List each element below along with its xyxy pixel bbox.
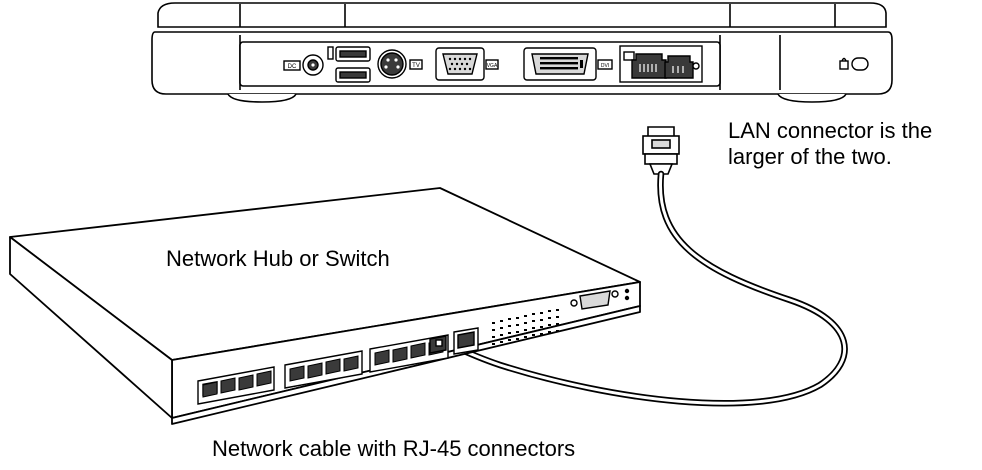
hub-console-port: [570, 288, 630, 310]
dvi-label: DVI: [601, 63, 609, 69]
lan-connector-note: LAN connector is the larger of the two.: [728, 118, 932, 170]
tv-out-port: [377, 49, 423, 79]
rj45-plug-laptop-end: [642, 126, 680, 175]
vga-pins: [448, 57, 472, 71]
vga-label: VGA: [487, 63, 498, 69]
lan-note-line-2: larger of the two.: [728, 143, 892, 169]
kensington-lock-slot: [839, 57, 869, 71]
dc-in-label: DC: [288, 64, 297, 70]
hub-ports-1: [202, 370, 272, 398]
rj45-plug-hub-end: [429, 335, 447, 354]
lan-note-line-1: LAN connector is the: [728, 118, 933, 143]
usb-ports: [327, 46, 371, 83]
hub-led-indicators: [492, 309, 559, 345]
tv-out-label: TV: [412, 63, 420, 69]
laptop-rear-view: [151, 2, 893, 103]
network-hub: [9, 187, 641, 425]
network-cable-inner: [438, 172, 846, 405]
dvi-pins: [540, 57, 583, 70]
hub-ports-2: [289, 355, 359, 382]
lan-modem-ports: [619, 45, 703, 83]
hub-port-group-2: [284, 350, 363, 389]
hub-uplink-port: [453, 327, 479, 355]
hub-label: Network Hub or Switch: [166, 246, 390, 271]
lan-port-pins: [639, 64, 684, 73]
dc-in-port: [283, 54, 324, 76]
cable-label: Network cable with RJ-45 connectors: [212, 436, 576, 461]
vga-port: [435, 47, 499, 81]
